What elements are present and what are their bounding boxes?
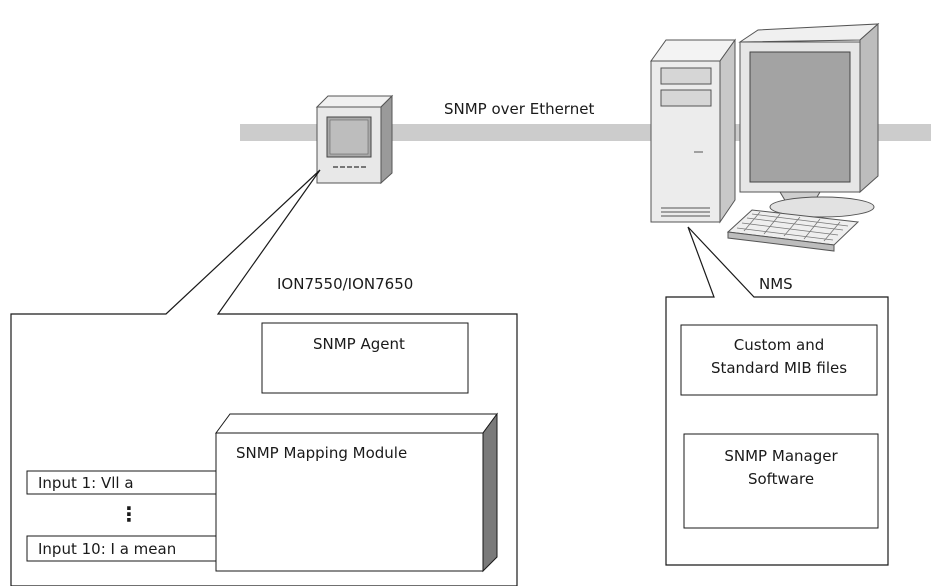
meter-device-icon	[315, 94, 394, 185]
ethernet-label: SNMP over Ethernet	[444, 100, 594, 118]
mib-label-line2: Standard MIB files	[711, 359, 847, 377]
nms-label: NMS	[759, 275, 793, 293]
input-box-10	[26, 535, 217, 562]
computer-icon	[650, 22, 880, 252]
manager-label-line2: Software	[748, 470, 814, 488]
input-label-10: Input 10: I a mean	[38, 540, 176, 558]
snmp-manager-box	[683, 433, 879, 529]
input-box-1	[26, 470, 217, 495]
snmp-agent-label: SNMP Agent	[313, 335, 405, 353]
mapping-module-label: SNMP Mapping Module	[236, 444, 407, 462]
snmp-mapping-module	[215, 412, 498, 573]
meter-label: ION7550/ION7650	[277, 275, 413, 293]
manager-label-line1: SNMP Manager	[724, 447, 838, 465]
input-ellipsis: ⋮	[119, 502, 139, 526]
snmp-agent-box	[261, 322, 469, 394]
mib-files-box	[680, 324, 878, 396]
input-label-1: Input 1: Vll a	[38, 474, 134, 492]
mib-label-line1: Custom and	[734, 336, 824, 354]
